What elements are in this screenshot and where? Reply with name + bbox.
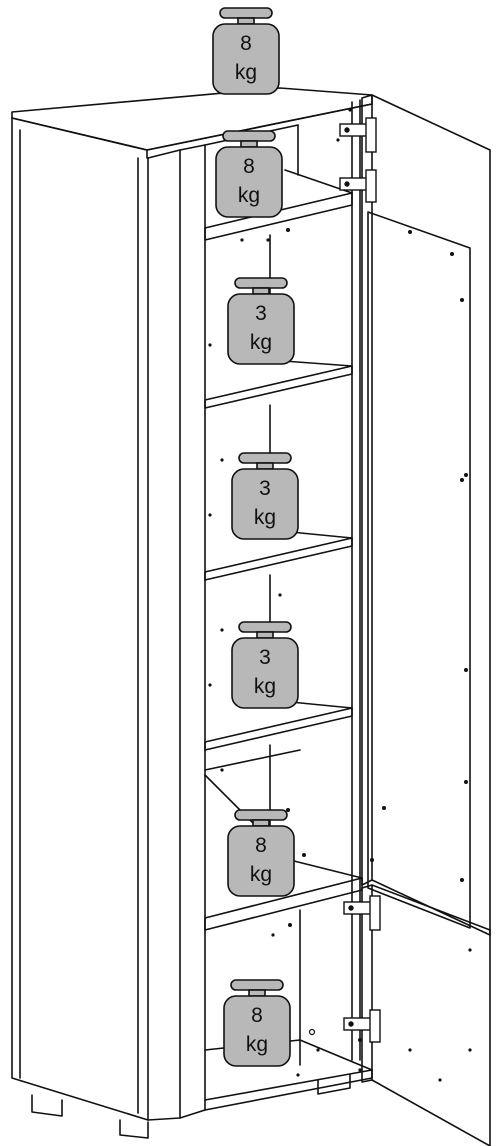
weight-value: 8 — [255, 834, 267, 857]
hinge-icon — [339, 117, 377, 153]
weight-unit: kg — [254, 675, 276, 698]
weight-icon: 3 kg — [227, 277, 295, 365]
cabinet-left-side — [11, 117, 149, 1121]
weight-unit: kg — [246, 1033, 268, 1056]
weight-unit: kg — [250, 331, 272, 354]
weight-icon: 3 kg — [231, 452, 299, 540]
weight-icon: 8 kg — [215, 130, 283, 218]
shelf-3 — [204, 537, 353, 581]
weight-value: 8 — [251, 1004, 263, 1027]
weight-unit: kg — [250, 863, 272, 886]
weight-icon: 3 kg — [231, 621, 299, 709]
weight-value: 3 — [259, 646, 271, 669]
hinge-icon — [339, 169, 377, 203]
hinge-icon — [343, 1009, 381, 1043]
weight-icon: 8 kg — [223, 979, 291, 1067]
cabinet-front-frame — [147, 149, 181, 1121]
weight-icon: 8 kg — [227, 809, 295, 897]
cabinet-foot — [317, 1074, 351, 1095]
shelf-2 — [204, 365, 353, 409]
cabinet-bottom — [204, 1069, 373, 1111]
hinge-icon — [343, 895, 381, 931]
weight-value: 8 — [240, 32, 252, 55]
weight-unit: kg — [235, 61, 257, 84]
weight-value: 8 — [243, 155, 255, 178]
weight-value: 3 — [255, 302, 267, 325]
weight-value: 3 — [259, 477, 271, 500]
screw-holes — [208, 108, 472, 1082]
door-mirror-panel — [367, 211, 471, 929]
shelf-4 — [204, 707, 353, 751]
weight-unit: kg — [254, 506, 276, 529]
cabinet-foot — [31, 1094, 63, 1117]
weight-unit: kg — [238, 184, 260, 207]
weight-icon: 8 kg — [212, 7, 280, 95]
cabinet-foot — [119, 1119, 149, 1139]
